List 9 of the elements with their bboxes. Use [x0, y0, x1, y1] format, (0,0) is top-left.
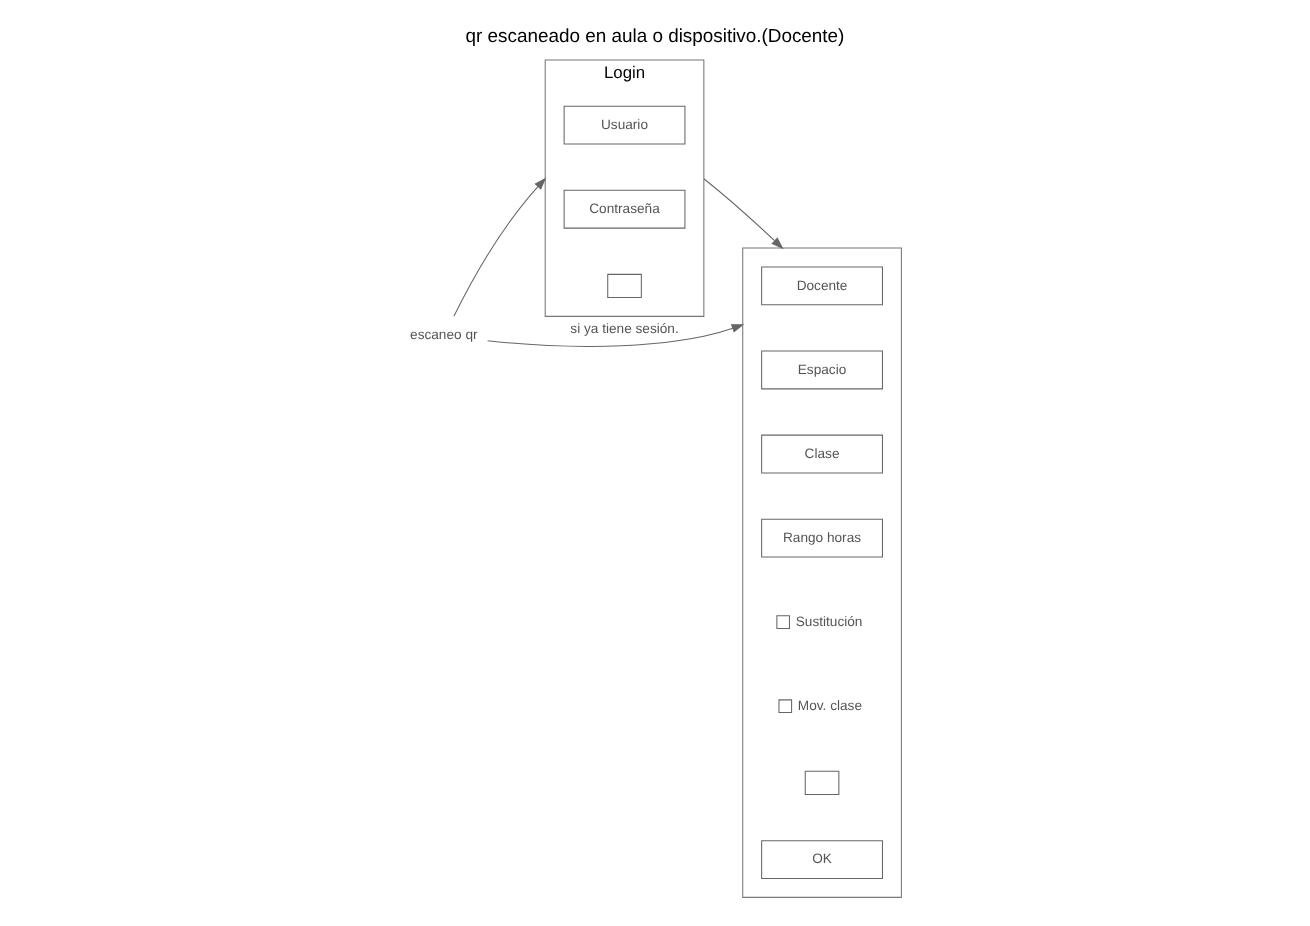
- diagram-title: qr escaneado en aula o dispositivo.(Docente): [465, 24, 845, 47]
- arrow: [487, 323, 745, 346]
- node-box: [607, 272, 642, 297]
- node-box: [778, 698, 793, 712]
- arrow: [453, 176, 547, 316]
- arrow: [703, 177, 784, 249]
- node-box: [804, 769, 840, 794]
- cluster: [742, 246, 902, 897]
- node-box: [776, 614, 790, 628]
